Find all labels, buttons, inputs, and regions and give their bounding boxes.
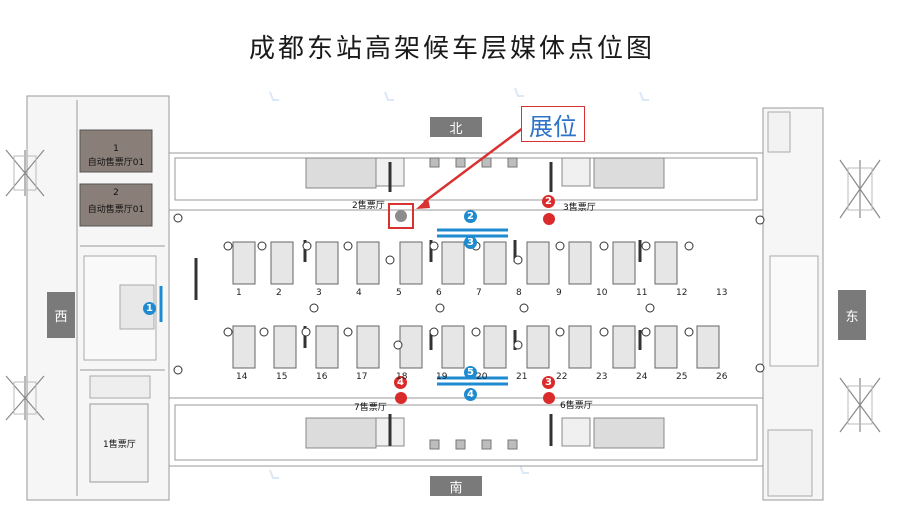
media-point-2[interactable]: 2: [464, 210, 477, 223]
south-gate-number: 26: [716, 372, 728, 382]
south-gate-number: 19: [436, 372, 448, 382]
south-gate-number: 14: [236, 372, 248, 382]
south-gate-number: 23: [596, 372, 608, 382]
media-point-5[interactable]: 5: [464, 366, 477, 379]
south-gate-number: 17: [356, 372, 368, 382]
south-gate-number: 15: [276, 372, 288, 382]
spot-point-4[interactable]: 4: [394, 376, 407, 389]
ticket-hall-3: 3售票厅: [563, 203, 596, 213]
ticket-hall-7: 7售票厅: [354, 403, 387, 413]
kiosk-hall-2-label: 自动售票厅01: [87, 205, 145, 215]
ticket-hall-1: 1售票厅: [103, 440, 136, 450]
north-gate-number: 13: [716, 288, 728, 298]
east-label: 东: [838, 290, 866, 340]
spot-dot-2: [543, 213, 555, 225]
spot-dot-3: [543, 392, 555, 404]
ticket-hall-6: 6售票厅: [560, 401, 593, 411]
kiosk-hall-1-label: 自动售票厅01: [87, 158, 145, 168]
spot-point-3[interactable]: 3: [542, 376, 555, 389]
booth-callout-label: 展位: [521, 106, 585, 142]
kiosk-hall-1-num: 1: [113, 144, 119, 154]
south-gate-number: 24: [636, 372, 648, 382]
south-gate-number: 16: [316, 372, 328, 382]
north-gate-number: 7: [476, 288, 482, 298]
north-label: 北: [430, 117, 482, 137]
media-point-3[interactable]: 3: [464, 236, 477, 249]
media-point-4[interactable]: 4: [464, 388, 477, 401]
south-gate-number: 21: [516, 372, 528, 382]
north-gate-number: 5: [396, 288, 402, 298]
ticket-hall-2: 2售票厅: [352, 201, 385, 211]
north-gate-number: 6: [436, 288, 442, 298]
north-gate-number: 1: [236, 288, 242, 298]
media-point-1[interactable]: 1: [143, 302, 156, 315]
west-label: 西: [47, 292, 75, 338]
north-gate-number: 4: [356, 288, 362, 298]
north-gate-number: 11: [636, 288, 648, 298]
south-gate-number: 22: [556, 372, 568, 382]
south-gate-number: 18: [396, 372, 408, 382]
north-gate-number: 3: [316, 288, 322, 298]
north-gate-number: 12: [676, 288, 688, 298]
south-label: 南: [430, 476, 482, 496]
south-gate-number: 25: [676, 372, 688, 382]
spot-point-2[interactable]: 2: [542, 195, 555, 208]
map-title: 成都东站高架候车层媒体点位图: [248, 34, 655, 64]
north-gate-number: 9: [556, 288, 562, 298]
south-gate-number: 20: [476, 372, 488, 382]
kiosk-hall-2-num: 2: [113, 188, 119, 198]
spot-dot-4: [395, 392, 407, 404]
north-gate-number: 10: [596, 288, 608, 298]
north-gate-number: 2: [276, 288, 282, 298]
north-gate-number: 8: [516, 288, 522, 298]
